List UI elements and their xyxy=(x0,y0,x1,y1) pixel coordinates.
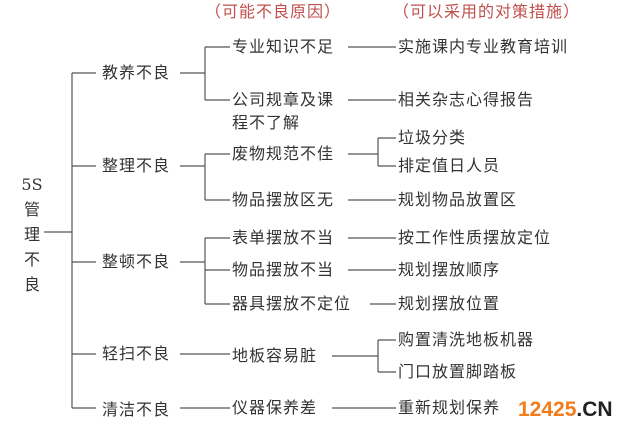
measure-node: 排定值日人员 xyxy=(398,156,501,175)
cause-node: 物品摆放区无 xyxy=(232,190,335,209)
measure-node: 门口放置脚踏板 xyxy=(398,362,518,381)
root-label-5s: 5S xyxy=(21,175,43,194)
header-causes: （可能不良原因） xyxy=(205,2,342,21)
measure-node: 购置清洗地板机器 xyxy=(398,330,535,349)
branch-qingjie: 清洁不良 xyxy=(102,400,171,419)
root-char: 管 xyxy=(23,200,40,219)
measure-node: 相关杂志心得报告 xyxy=(398,90,535,109)
branch-qingsao: 轻扫不良 xyxy=(102,344,171,363)
root-char: 理 xyxy=(23,225,40,244)
branch-jiaoyang: 教养不良 xyxy=(102,63,171,82)
cause-node: 公司规章及课 xyxy=(232,90,335,109)
cause-node: 专业知识不足 xyxy=(232,37,335,56)
cause-node: 仪器保养差 xyxy=(232,398,318,417)
measure-node: 规划物品放置区 xyxy=(398,190,518,209)
watermark-logo: 12425.CN xyxy=(518,398,613,422)
measure-node: 规划摆放顺序 xyxy=(398,260,501,279)
cause-node: 物品摆放不当 xyxy=(232,260,335,279)
header-measures: （可以采用的对策措施） xyxy=(393,2,581,21)
root-node: 5S 管 理 不 良 xyxy=(20,172,44,297)
root-char: 良 xyxy=(23,275,40,294)
measure-node: 垃圾分类 xyxy=(398,128,467,147)
measure-node: 实施课内专业教育培训 xyxy=(398,37,569,56)
root-char: 不 xyxy=(23,250,40,269)
measure-node: 规划摆放位置 xyxy=(398,294,501,313)
branch-zhengli: 整理不良 xyxy=(102,156,171,175)
branch-zhengdun: 整顿不良 xyxy=(102,252,171,271)
measure-node: 按工作性质摆放定位 xyxy=(398,228,552,247)
cause-node: 表单摆放不当 xyxy=(232,228,335,247)
cause-node: 地板容易脏 xyxy=(232,346,318,365)
watermark-suffix: .CN xyxy=(576,398,613,421)
cause-node: 废物规范不佳 xyxy=(232,144,335,163)
measure-node: 重新规划保养 xyxy=(398,398,501,417)
cause-node-line2: 程不了解 xyxy=(232,113,301,132)
cause-node: 器具摆放不定位 xyxy=(232,294,352,313)
watermark-number: 12425 xyxy=(518,398,577,421)
